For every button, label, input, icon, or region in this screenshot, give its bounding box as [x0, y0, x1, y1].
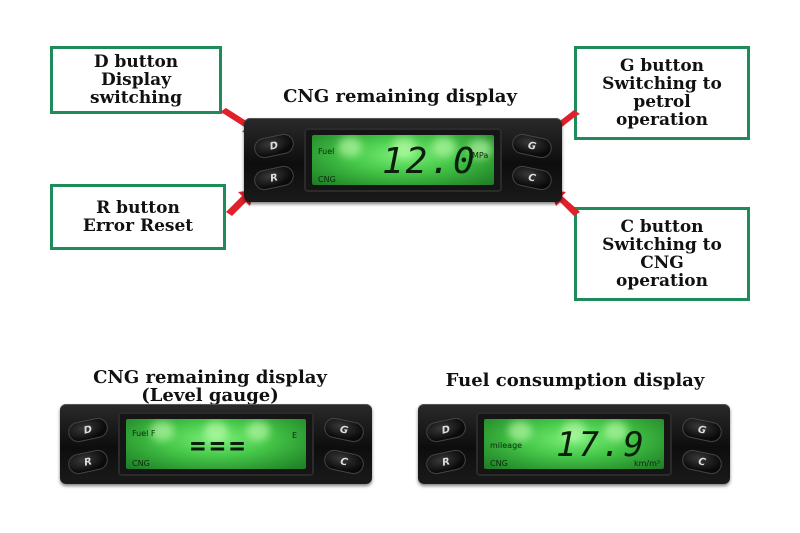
main-display-unit: D R G C Fuel CNG 12.0 MPa	[244, 118, 562, 202]
g-button[interactable]: G	[510, 132, 554, 160]
callout-line: G button	[619, 56, 705, 76]
callout-line: CNG	[640, 253, 684, 273]
c-button-callout: C button Switching to CNG operation	[574, 207, 750, 301]
callout-line: Switching to	[602, 74, 722, 94]
g-button-callout: G button Switching to petrol operation	[574, 46, 750, 140]
lcd-unit: E	[292, 431, 298, 440]
level-caption-line2: (Level gauge)	[141, 385, 279, 406]
callout-line: R button	[96, 198, 180, 218]
lcd-label-top: Fuel F	[132, 429, 156, 438]
level-display-unit: D R G C Fuel F CNG === E	[60, 404, 372, 484]
lcd-label-top: Fuel	[318, 147, 335, 156]
r-button[interactable]: R	[252, 164, 296, 192]
callout-line: Display	[100, 70, 171, 90]
lcd-label-bottom: CNG	[132, 459, 150, 468]
lcd-unit: MPa	[472, 151, 489, 160]
g-button[interactable]: G	[322, 416, 366, 444]
d-button[interactable]: D	[424, 416, 468, 444]
level-display-caption: CNG remaining display (Level gauge)	[70, 369, 350, 405]
c-button[interactable]: C	[680, 448, 724, 476]
c-button[interactable]: C	[322, 448, 366, 476]
callout-line: C button	[620, 217, 704, 237]
lcd-label-bottom: CNG	[490, 459, 508, 468]
callout-line: operation	[615, 110, 709, 130]
fuel-display-unit: D R G C mileage CNG 17.9 km/m³	[418, 404, 730, 484]
lcd-label-bottom: CNG	[318, 175, 336, 184]
callout-line: D button	[93, 52, 179, 72]
d-button[interactable]: D	[252, 132, 296, 160]
lcd-label-top: mileage	[490, 441, 523, 450]
r-button[interactable]: R	[66, 448, 110, 476]
lcd-value: 17.9	[556, 425, 646, 465]
g-button[interactable]: G	[680, 416, 724, 444]
callout-line: switching	[90, 88, 182, 108]
fuel-display-caption: Fuel consumption display	[445, 370, 705, 391]
lcd-screen: Fuel CNG 12.0 MPa	[312, 135, 494, 185]
callout-line: operation	[615, 271, 709, 291]
callout-line: Error Reset	[82, 216, 194, 236]
callout-line: petrol	[633, 92, 691, 112]
c-button[interactable]: C	[510, 164, 554, 192]
lcd-screen: Fuel F CNG === E	[126, 419, 306, 469]
lcd-frame: mileage CNG 17.9 km/m³	[476, 412, 672, 476]
d-button-callout: D button Display switching	[50, 46, 222, 114]
lcd-frame: Fuel F CNG === E	[118, 412, 314, 476]
main-display-caption: CNG remaining display	[283, 86, 517, 107]
r-button-callout: R button Error Reset	[50, 184, 226, 250]
r-button[interactable]: R	[424, 448, 468, 476]
callout-line: Switching to	[602, 235, 722, 255]
lcd-screen: mileage CNG 17.9 km/m³	[484, 419, 664, 469]
lcd-level-bars: ===	[190, 431, 249, 461]
lcd-unit: km/m³	[634, 459, 661, 468]
level-caption-line1: CNG remaining display	[93, 367, 327, 388]
d-button[interactable]: D	[66, 416, 110, 444]
lcd-value: 12.0	[382, 141, 477, 182]
lcd-frame: Fuel CNG 12.0 MPa	[304, 128, 502, 192]
